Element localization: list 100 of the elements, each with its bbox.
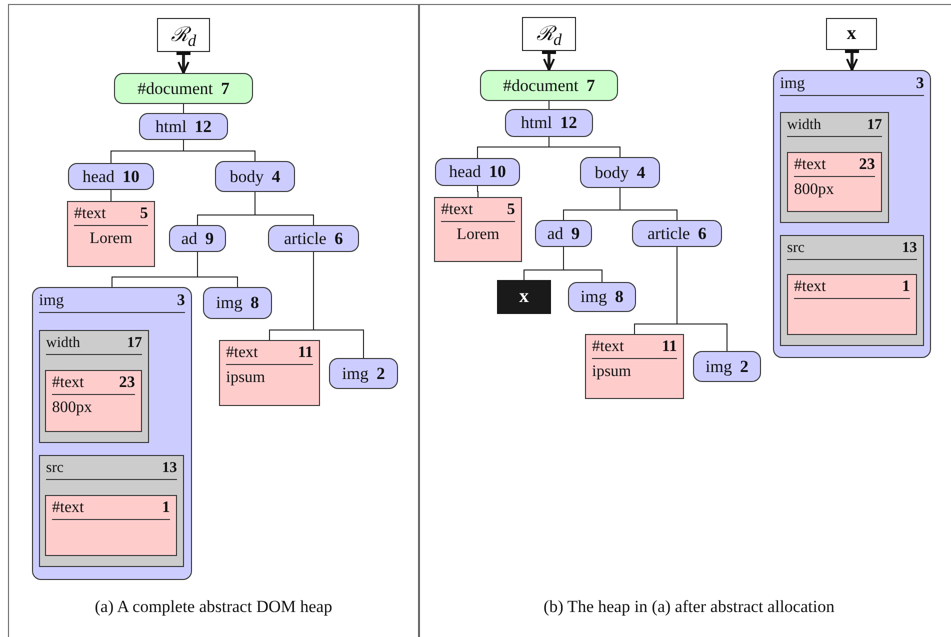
panel-caption: (a) A complete abstract DOM heap xyxy=(94,597,334,617)
node-id: 7 xyxy=(586,76,596,96)
element-node-pill xyxy=(268,225,359,252)
node-id: 23 xyxy=(859,156,875,174)
node-name: img xyxy=(216,293,242,313)
root-arrow xyxy=(176,51,190,74)
panel-caption: (b) The heap in (a) after abstract allocation xyxy=(542,597,836,617)
element-node-pill xyxy=(435,158,520,186)
text-node-record xyxy=(585,334,684,399)
element-node-pill xyxy=(568,282,636,312)
node-id: 10 xyxy=(489,162,506,182)
node-name: src xyxy=(787,240,804,257)
node-id: 10 xyxy=(122,166,140,186)
node-name: img xyxy=(39,292,64,310)
node-id: 23 xyxy=(119,374,135,392)
tree-edge xyxy=(563,246,602,282)
node-name: #text xyxy=(226,344,258,362)
element-node-pill xyxy=(139,113,228,140)
node-id: 3 xyxy=(916,75,924,93)
element-node-pill xyxy=(215,161,295,192)
node-id: 8 xyxy=(250,293,259,313)
document-node-pill xyxy=(114,73,253,104)
hidden-node-box xyxy=(497,280,551,314)
node-name: ad xyxy=(547,224,564,244)
element-node-pill xyxy=(169,225,226,252)
text-node-record xyxy=(787,152,882,212)
panel-frame xyxy=(8,4,419,637)
tree-edge xyxy=(620,188,678,220)
element-node-pill xyxy=(68,163,154,190)
root-label: x xyxy=(846,23,856,45)
node-id: 5 xyxy=(140,205,148,223)
node-id: 9 xyxy=(571,224,580,244)
node-name: #text xyxy=(52,374,84,392)
text-node-record xyxy=(219,340,320,406)
node-name: article xyxy=(648,224,690,244)
tree-edge xyxy=(183,140,256,162)
node-id: 4 xyxy=(272,166,280,186)
node-id: 6 xyxy=(334,228,343,248)
attribute-record xyxy=(39,330,149,443)
node-id: 2 xyxy=(376,364,385,384)
element-node-pill xyxy=(535,220,592,247)
tree-edge xyxy=(183,104,184,114)
node-name: ad xyxy=(181,228,198,248)
element-node-pill xyxy=(693,351,761,382)
node-id: 13 xyxy=(902,240,917,257)
node-name: #text xyxy=(794,156,826,174)
node-id: 1 xyxy=(902,278,910,296)
node-name: head xyxy=(82,166,115,186)
node-name: width xyxy=(787,117,822,134)
node-value: Lorem xyxy=(88,230,134,248)
node-name: html xyxy=(520,113,552,133)
text-node-record xyxy=(434,197,522,262)
node-name: body xyxy=(594,162,629,182)
node-name: #document xyxy=(502,76,579,96)
node-id: 6 xyxy=(698,224,706,244)
root-label: ℛ$_{d}$ xyxy=(170,22,196,50)
node-name: #text xyxy=(52,499,84,517)
element-node-pill xyxy=(580,157,660,188)
node-name: #text xyxy=(441,201,473,219)
node-name: #text xyxy=(74,205,106,223)
tree-edge xyxy=(254,192,314,226)
node-id: 8 xyxy=(614,287,624,307)
node-name: html xyxy=(155,116,187,136)
panel-frame xyxy=(419,4,951,637)
attribute-record xyxy=(39,455,184,567)
element-node-pill xyxy=(329,358,398,389)
node-id: 11 xyxy=(298,344,313,362)
text-node-record xyxy=(45,370,142,432)
node-value: Lorem xyxy=(456,226,500,244)
node-name: #text xyxy=(794,278,826,296)
node-id: 5 xyxy=(507,201,515,219)
node-name: img xyxy=(580,287,607,307)
node-name: width xyxy=(46,335,80,352)
node-value: 800px xyxy=(52,399,93,417)
node-name: head xyxy=(448,162,482,182)
attribute-record xyxy=(780,235,924,346)
text-node-record xyxy=(45,495,177,556)
tree-edge xyxy=(197,252,238,288)
text-node-record xyxy=(67,201,155,267)
root-box xyxy=(522,17,576,51)
node-name: img xyxy=(780,75,805,93)
node-name: #document xyxy=(137,78,214,98)
node-name: src xyxy=(46,460,64,477)
node-value: 800px xyxy=(794,181,835,199)
node-name: body xyxy=(230,166,264,186)
node-id: 13 xyxy=(162,460,177,477)
tree-edge xyxy=(548,100,550,110)
root-box xyxy=(157,18,210,52)
element-record xyxy=(773,70,931,358)
node-id: 4 xyxy=(636,162,646,182)
element-record xyxy=(32,287,192,580)
root-arrow xyxy=(542,50,556,71)
element-node-pill xyxy=(632,220,722,247)
node-name: #text xyxy=(592,338,624,356)
element-node-pill xyxy=(505,109,593,137)
text-node-record xyxy=(787,274,917,335)
node-id: 1 xyxy=(162,499,170,517)
attribute-record xyxy=(780,112,889,223)
node-label: x xyxy=(519,286,529,308)
node-name: img xyxy=(706,356,732,376)
